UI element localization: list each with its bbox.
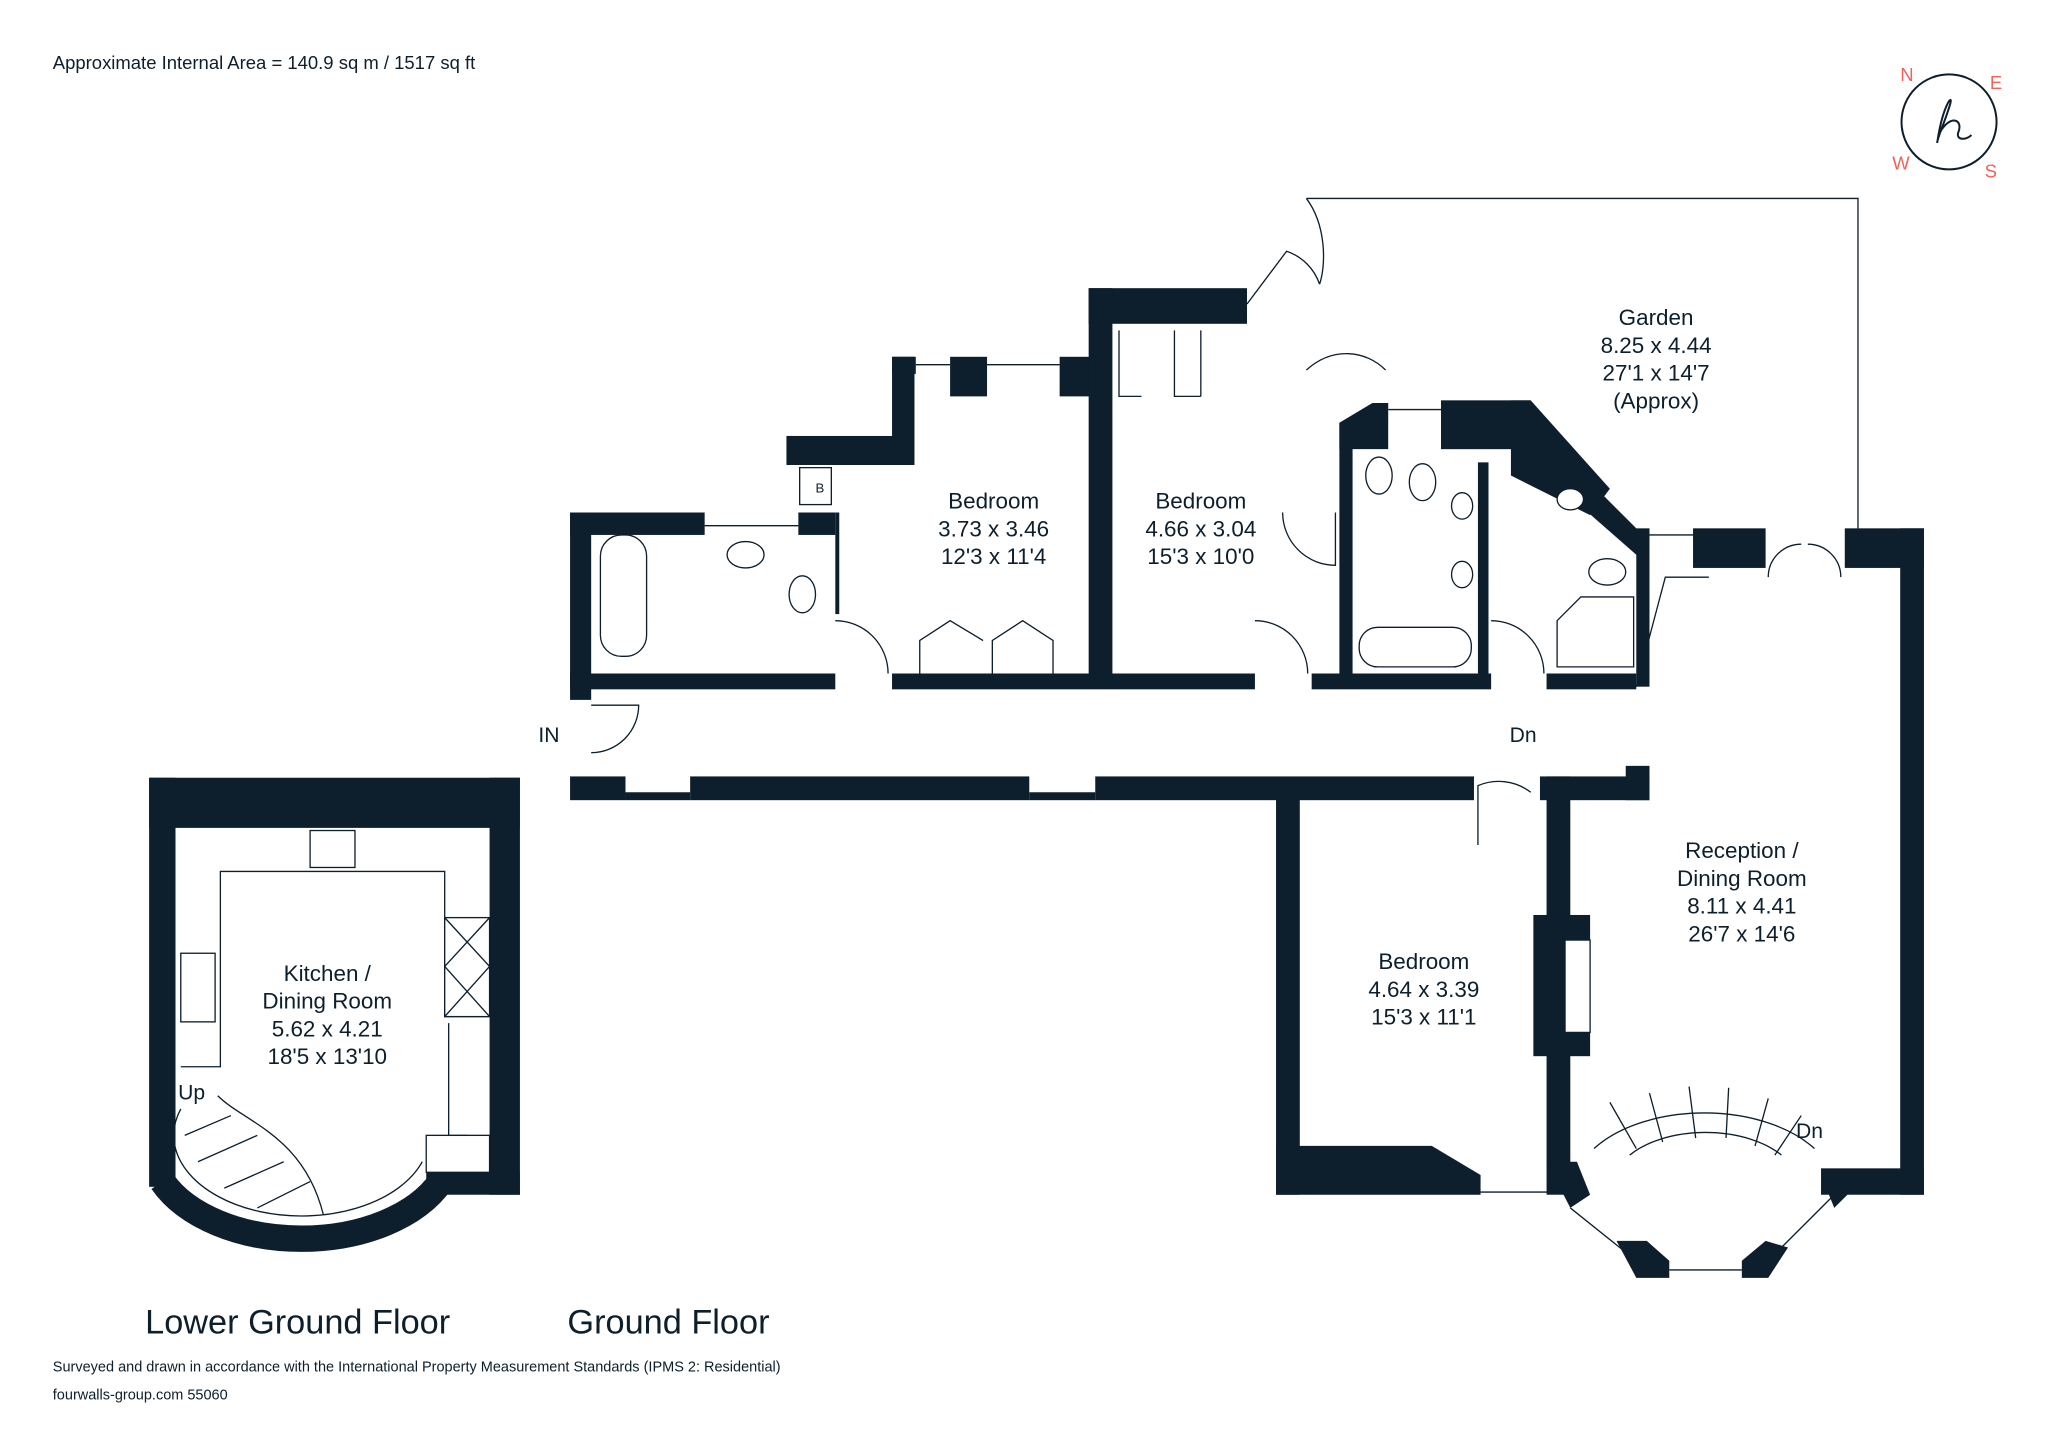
svg-text:Kitchen /: Kitchen / bbox=[284, 961, 372, 986]
ground-floor-walls bbox=[570, 288, 1924, 1278]
spiral-stair-ground bbox=[1593, 1086, 1815, 1156]
svg-text:15'3 x 11'1: 15'3 x 11'1 bbox=[1371, 1005, 1476, 1030]
svg-text:Bedroom: Bedroom bbox=[1155, 489, 1246, 514]
svg-text:Bedroom: Bedroom bbox=[1378, 949, 1469, 974]
entrance-label: IN bbox=[538, 724, 559, 747]
down-label-hall: Dn bbox=[1510, 724, 1537, 747]
svg-text:3.73 x 3.46: 3.73 x 3.46 bbox=[938, 516, 1049, 541]
floor-title-ground: Ground Floor bbox=[567, 1303, 769, 1341]
up-label-kitchen: Up bbox=[178, 1082, 205, 1105]
svg-text:5.62 x 4.21: 5.62 x 4.21 bbox=[272, 1016, 383, 1041]
compass-logo: N E W S bbox=[1892, 64, 2002, 181]
room-bedroom-1: Bedroom 3.73 x 3.46 12'3 x 11'4 bbox=[938, 489, 1049, 569]
svg-text:8.11 x 4.41: 8.11 x 4.41 bbox=[1687, 894, 1796, 919]
svg-text:Dining Room: Dining Room bbox=[262, 989, 392, 1014]
compass-n: N bbox=[1900, 64, 1913, 85]
compass-w: W bbox=[1892, 152, 1910, 173]
room-bedroom-2: Bedroom 4.66 x 3.04 15'3 x 10'0 bbox=[1145, 489, 1256, 569]
doors-fixtures: B bbox=[591, 250, 1842, 846]
boiler-label: B bbox=[816, 481, 825, 496]
floor-title-lower: Lower Ground Floor bbox=[145, 1303, 450, 1341]
survey-note: Surveyed and drawn in accordance with th… bbox=[53, 1360, 781, 1376]
svg-text:12'3 x 11'4: 12'3 x 11'4 bbox=[941, 544, 1046, 569]
svg-text:26'7 x 14'6: 26'7 x 14'6 bbox=[1688, 921, 1795, 946]
room-reception: Reception / Dining Room 8.11 x 4.41 26'7… bbox=[1677, 838, 1807, 946]
room-garden: Garden 8.25 x 4.44 27'1 x 14'7 (Approx) bbox=[1601, 305, 1712, 413]
reference: fourwalls-group.com 55060 bbox=[53, 1387, 228, 1403]
svg-text:(Approx): (Approx) bbox=[1613, 388, 1699, 413]
compass-e: E bbox=[1990, 72, 2002, 93]
svg-text:27'1 x 14'7: 27'1 x 14'7 bbox=[1603, 361, 1710, 386]
svg-text:Dining Room: Dining Room bbox=[1677, 866, 1807, 891]
room-bedroom-3: Bedroom 4.64 x 3.39 15'3 x 11'1 bbox=[1368, 949, 1479, 1029]
lower-ground-walls bbox=[149, 777, 520, 1252]
svg-text:4.64 x 3.39: 4.64 x 3.39 bbox=[1368, 977, 1479, 1002]
compass-s: S bbox=[1985, 160, 1997, 181]
svg-text:Reception /: Reception / bbox=[1685, 838, 1799, 863]
area-summary: Approximate Internal Area = 140.9 sq m /… bbox=[53, 52, 475, 73]
room-kitchen: Kitchen / Dining Room 5.62 x 4.21 18'5 x… bbox=[262, 961, 392, 1069]
svg-text:18'5 x 13'10: 18'5 x 13'10 bbox=[267, 1044, 387, 1069]
down-label-reception: Dn bbox=[1796, 1120, 1823, 1143]
svg-text:Bedroom: Bedroom bbox=[948, 489, 1039, 514]
svg-text:8.25 x 4.44: 8.25 x 4.44 bbox=[1601, 333, 1712, 358]
svg-text:4.66 x 3.04: 4.66 x 3.04 bbox=[1145, 516, 1256, 541]
svg-text:Garden: Garden bbox=[1619, 305, 1694, 330]
svg-text:15'3 x 10'0: 15'3 x 10'0 bbox=[1147, 544, 1254, 569]
